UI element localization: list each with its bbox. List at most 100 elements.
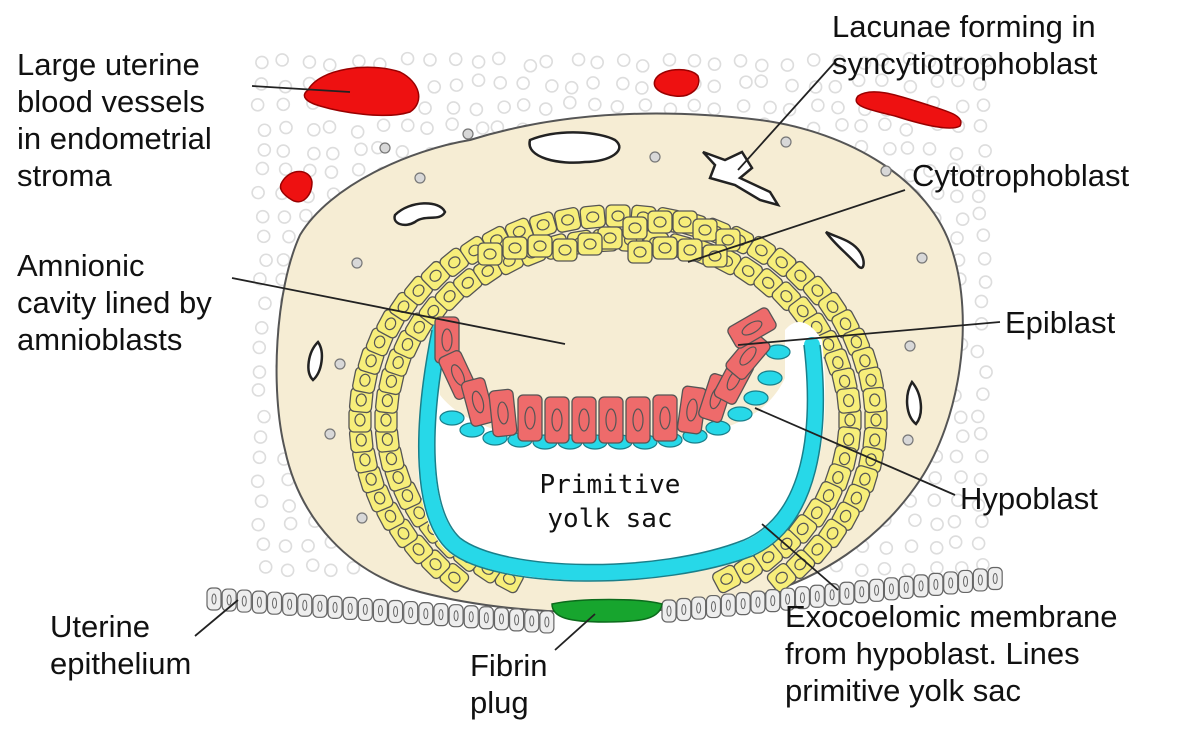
stroma-cell	[252, 475, 264, 487]
epithelial-cell	[389, 601, 403, 623]
cytotrophoblast-cell	[693, 219, 717, 241]
stroma-cell	[355, 143, 367, 155]
stroma-cell	[957, 213, 969, 225]
stroma-cell	[573, 54, 585, 66]
stroma-cell	[931, 562, 943, 574]
stroma-cell	[812, 99, 824, 111]
stroma-cell	[878, 563, 890, 575]
epithelial-cell	[494, 608, 508, 630]
stroma-cell	[909, 514, 921, 526]
stroma-cell	[957, 100, 969, 112]
epithelial-cell	[751, 591, 765, 613]
stroma-cell	[786, 80, 798, 92]
epithelial-cell	[268, 592, 282, 614]
epiblast-cell	[599, 397, 623, 443]
stroma-cell	[979, 253, 991, 265]
stroma-cell	[353, 55, 365, 67]
epithelial-cell	[252, 591, 266, 613]
epithelial-cell	[207, 588, 221, 610]
stroma-cell	[252, 384, 264, 396]
stroma-cell	[906, 540, 918, 552]
stroma-cell	[977, 229, 989, 241]
stroma-cell	[498, 101, 510, 113]
stroma-cell	[277, 145, 289, 157]
stroma-cell	[255, 431, 267, 443]
syncytial-nucleus	[380, 143, 390, 153]
stroma-cell	[279, 540, 291, 552]
label-amnionic-cavity: Amnioniccavity lined byamnioblasts	[17, 247, 212, 358]
stroma-cell	[880, 542, 892, 554]
stroma-cell	[258, 230, 270, 242]
stroma-cell	[929, 472, 941, 484]
hypoblast-cell	[728, 407, 752, 421]
blood-vessel	[856, 92, 961, 128]
stroma-cell	[259, 124, 271, 136]
stroma-cell	[252, 519, 264, 531]
epithelial-cell	[449, 605, 463, 627]
stroma-cell	[378, 119, 390, 131]
epithelial-cell	[358, 598, 372, 620]
syncytial-nucleus	[781, 137, 791, 147]
stroma-cell	[708, 80, 720, 92]
stroma-cell	[884, 143, 896, 155]
blood-vessel	[654, 70, 698, 97]
epithelial-cell	[944, 572, 958, 594]
syncytial-nucleus	[881, 166, 891, 176]
stroma-cell	[950, 450, 962, 462]
syncytial-nucleus	[352, 258, 362, 268]
stroma-cell	[493, 52, 505, 64]
stroma-cell	[688, 55, 700, 67]
stroma-cell	[740, 76, 752, 88]
stroma-cell	[974, 120, 986, 132]
cytotrophoblast-cell	[836, 387, 860, 413]
stroma-cell	[973, 207, 985, 219]
epithelial-cell	[343, 597, 357, 619]
stroma-cell	[396, 146, 408, 158]
stroma-cell	[618, 54, 630, 66]
stroma-cell	[477, 122, 489, 134]
epithelial-cell	[328, 596, 342, 618]
stroma-cell	[836, 119, 848, 131]
stroma-cell	[450, 53, 462, 65]
stroma-cell	[976, 450, 988, 462]
cytotrophoblast-cell	[554, 207, 582, 233]
stroma-cell	[735, 55, 747, 67]
stroma-cell	[879, 118, 891, 130]
stroma-cell	[517, 77, 529, 89]
stroma-cell	[419, 102, 431, 114]
stroma-cell	[253, 366, 265, 378]
stroma-cell	[307, 559, 319, 571]
epithelial-cell	[929, 573, 943, 595]
stroma-cell	[980, 366, 992, 378]
stroma-cell	[781, 59, 793, 71]
label-cytotrophoblast: Cytotrophoblast	[912, 157, 1129, 194]
stroma-cell	[252, 187, 264, 199]
syncytial-nucleus	[415, 173, 425, 183]
cytotrophoblast-cell	[623, 217, 647, 239]
stroma-cell	[972, 410, 984, 422]
stroma-cell	[258, 411, 270, 423]
epithelial-cell	[692, 597, 706, 619]
stroma-cell	[955, 411, 967, 423]
stroma-cell	[979, 145, 991, 157]
stroma-cell	[279, 81, 291, 93]
hypoblast-cell	[440, 411, 464, 425]
syncytial-nucleus	[917, 253, 927, 263]
cytotrophoblast-cell	[528, 235, 552, 257]
stroma-cell	[257, 538, 269, 550]
epithelial-cell	[479, 607, 493, 629]
stroma-cell	[756, 59, 768, 71]
stroma-cell	[402, 119, 414, 131]
stroma-cell	[424, 54, 436, 66]
syncytial-nucleus	[903, 435, 913, 445]
stroma-cell	[755, 75, 767, 87]
stroma-cell	[950, 536, 962, 548]
epithelial-cell	[766, 590, 780, 612]
stroma-cell	[256, 56, 268, 68]
stroma-cell	[903, 564, 915, 576]
hypoblast-cell	[744, 391, 768, 405]
stroma-cell	[973, 537, 985, 549]
stroma-cell	[931, 518, 943, 530]
stroma-cell	[977, 388, 989, 400]
